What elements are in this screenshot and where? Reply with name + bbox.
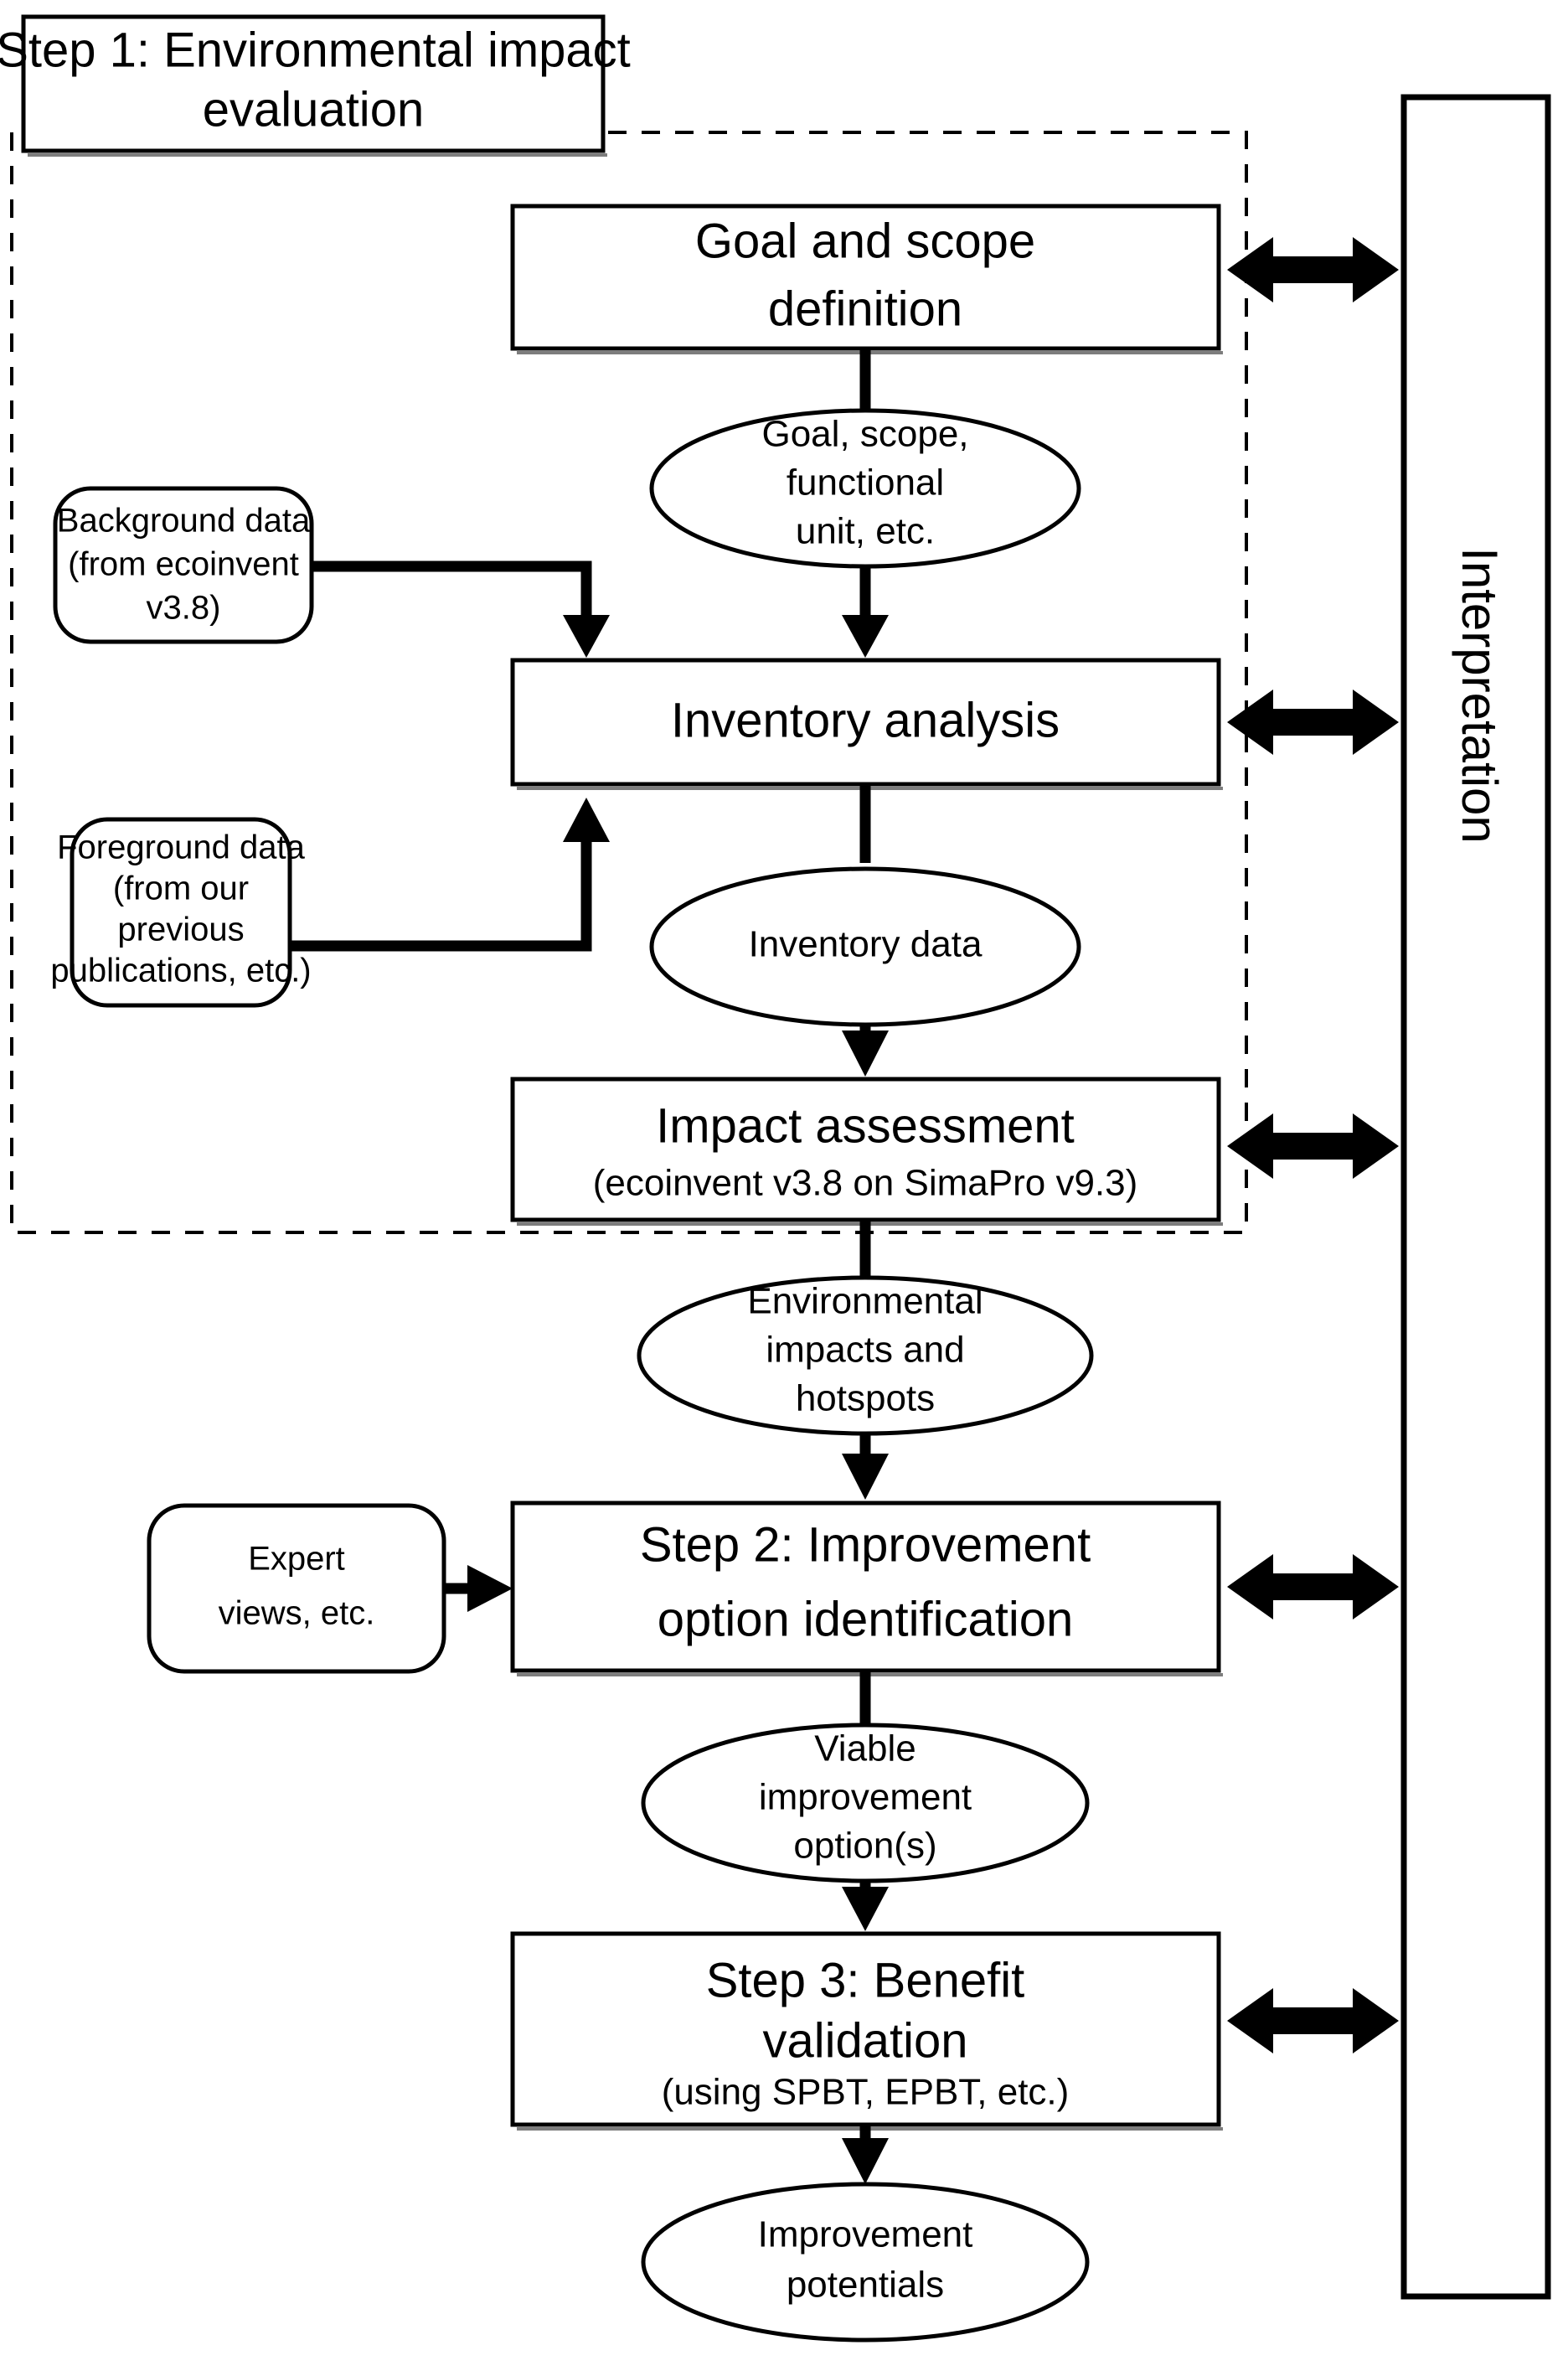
foreground-data-line1: Foreground data xyxy=(57,829,306,866)
step3-benefit-box: Step 3: Benefit validation (using SPBT, … xyxy=(510,1931,1223,2131)
step2-improvement-line1: Step 2: Improvement xyxy=(640,1517,1091,1572)
improvement-output-line3: option(s) xyxy=(793,1826,936,1867)
foreground-data-line2: (from our xyxy=(113,870,249,907)
inventory-output-ellipse: Inventory data xyxy=(649,866,1081,1027)
double-arrow-impact xyxy=(1227,1113,1399,1179)
foreground-data-line3: previous xyxy=(117,912,244,948)
step1-header-line1: Step 1: Environmental impact xyxy=(0,23,631,77)
step3-benefit-line2: validation xyxy=(762,2013,967,2068)
connector-output-to-step3 xyxy=(842,1881,889,1931)
inventory-output-label: Inventory data xyxy=(749,924,983,965)
goal-scope-output-line1: Goal, scope, xyxy=(761,414,968,455)
foreground-data-line4: publications, etc.) xyxy=(50,953,311,989)
arrowhead-icon xyxy=(467,1565,513,1612)
arrowhead-icon xyxy=(563,798,610,842)
background-data-box: Background data (from ecoinvent v3.8) xyxy=(53,486,314,644)
foreground-data-rect xyxy=(70,817,292,1008)
interpretation-rect xyxy=(1400,94,1551,2300)
goal-scope-output-line2: functional xyxy=(787,462,944,504)
connector-step3-to-final xyxy=(842,2125,889,2184)
expert-views-rect xyxy=(147,1503,446,1674)
interpretation-label: Interpretation xyxy=(1452,547,1508,844)
final-output-line1: Improvement xyxy=(758,2214,973,2255)
background-data-line1: Background data xyxy=(57,503,311,540)
step3-benefit-rect xyxy=(510,1931,1221,2127)
double-arrow-step3 xyxy=(1227,1988,1399,2053)
impact-output-line3: hotspots xyxy=(796,1378,935,1419)
step3-benefit-line1: Step 3: Benefit xyxy=(706,1953,1024,2007)
arrowhead-icon xyxy=(842,615,889,658)
connector-output-to-inventory xyxy=(842,566,889,658)
step2-improvement-rect xyxy=(510,1501,1221,1673)
double-arrow-inventory xyxy=(1227,690,1399,755)
goal-scope-line2: definition xyxy=(768,282,962,336)
goal-scope-output-ellipse: Goal, scope, functional unit, etc. xyxy=(649,408,1081,569)
step1-header-box: Step 1: Environmental impact evaluation xyxy=(0,14,631,157)
background-data-line3: v3.8) xyxy=(147,590,221,627)
inventory-analysis-box: Inventory analysis xyxy=(510,658,1223,790)
goal-scope-box: Goal and scope definition xyxy=(510,204,1223,354)
goal-scope-line1: Goal and scope xyxy=(695,214,1035,268)
double-arrow-icon xyxy=(1227,1113,1399,1179)
connector-expert-to-step2 xyxy=(444,1565,513,1612)
expert-views-line2: views, etc. xyxy=(219,1595,375,1632)
connector-output-to-step2 xyxy=(842,1433,889,1500)
double-arrow-icon xyxy=(1227,237,1399,302)
goal-scope-output-line3: unit, etc. xyxy=(796,511,935,552)
improvement-output-ellipse: Viable improvement option(s) xyxy=(641,1723,1090,1883)
arrowhead-icon xyxy=(563,615,610,658)
double-arrow-step2 xyxy=(1227,1554,1399,1619)
step1-header-rect xyxy=(21,14,606,153)
double-arrow-goal-scope xyxy=(1227,237,1399,302)
impact-output-ellipse: Environmental impacts and hotspots xyxy=(637,1275,1094,1436)
impact-output-line1: Environmental xyxy=(747,1281,983,1322)
double-arrow-icon xyxy=(1227,690,1399,755)
impact-assessment-label: Impact assessment xyxy=(656,1098,1075,1153)
connector-background-to-inventory xyxy=(312,560,610,658)
arrowhead-icon xyxy=(842,1454,889,1500)
expert-views-line1: Expert xyxy=(248,1541,345,1578)
arrowhead-icon xyxy=(842,2138,889,2184)
connector-elbow xyxy=(290,838,592,952)
final-output-ellipse: Improvement potentials xyxy=(641,2182,1090,2343)
goal-scope-rect xyxy=(510,204,1221,351)
arrowhead-icon xyxy=(842,1031,889,1077)
impact-output-line2: impacts and xyxy=(766,1330,964,1371)
step1-header-line2: evaluation xyxy=(203,82,424,137)
inventory-analysis-label: Inventory analysis xyxy=(671,693,1060,747)
impact-assessment-box: Impact assessment (ecoinvent v3.8 on Sim… xyxy=(510,1077,1223,1226)
background-data-line2: (from ecoinvent xyxy=(68,546,299,583)
improvement-output-line1: Viable xyxy=(814,1728,916,1769)
connector-foreground-to-inventory xyxy=(290,798,610,952)
impact-assessment-sub: (ecoinvent v3.8 on SimaPro v9.3) xyxy=(593,1163,1138,1204)
step3-benefit-sub: (using SPBT, EPBT, etc.) xyxy=(662,2072,1070,2113)
step2-improvement-line2: option identification xyxy=(658,1592,1074,1646)
connector-elbow xyxy=(312,560,592,622)
final-output-shape xyxy=(641,2182,1090,2343)
connector-output-to-impact xyxy=(842,1025,889,1077)
impact-assessment-rect xyxy=(510,1077,1221,1222)
interpretation-box: Interpretation xyxy=(1400,94,1551,2300)
double-arrow-icon xyxy=(1227,1554,1399,1619)
arrowhead-icon xyxy=(842,1887,889,1931)
double-arrow-icon xyxy=(1227,1988,1399,2053)
final-output-line2: potentials xyxy=(787,2265,944,2306)
expert-views-box: Expert views, etc. xyxy=(147,1503,446,1674)
step2-improvement-box: Step 2: Improvement option identificatio… xyxy=(510,1501,1223,1676)
improvement-output-line2: improvement xyxy=(759,1777,972,1818)
foreground-data-box: Foreground data (from our previous publi… xyxy=(50,817,312,1008)
